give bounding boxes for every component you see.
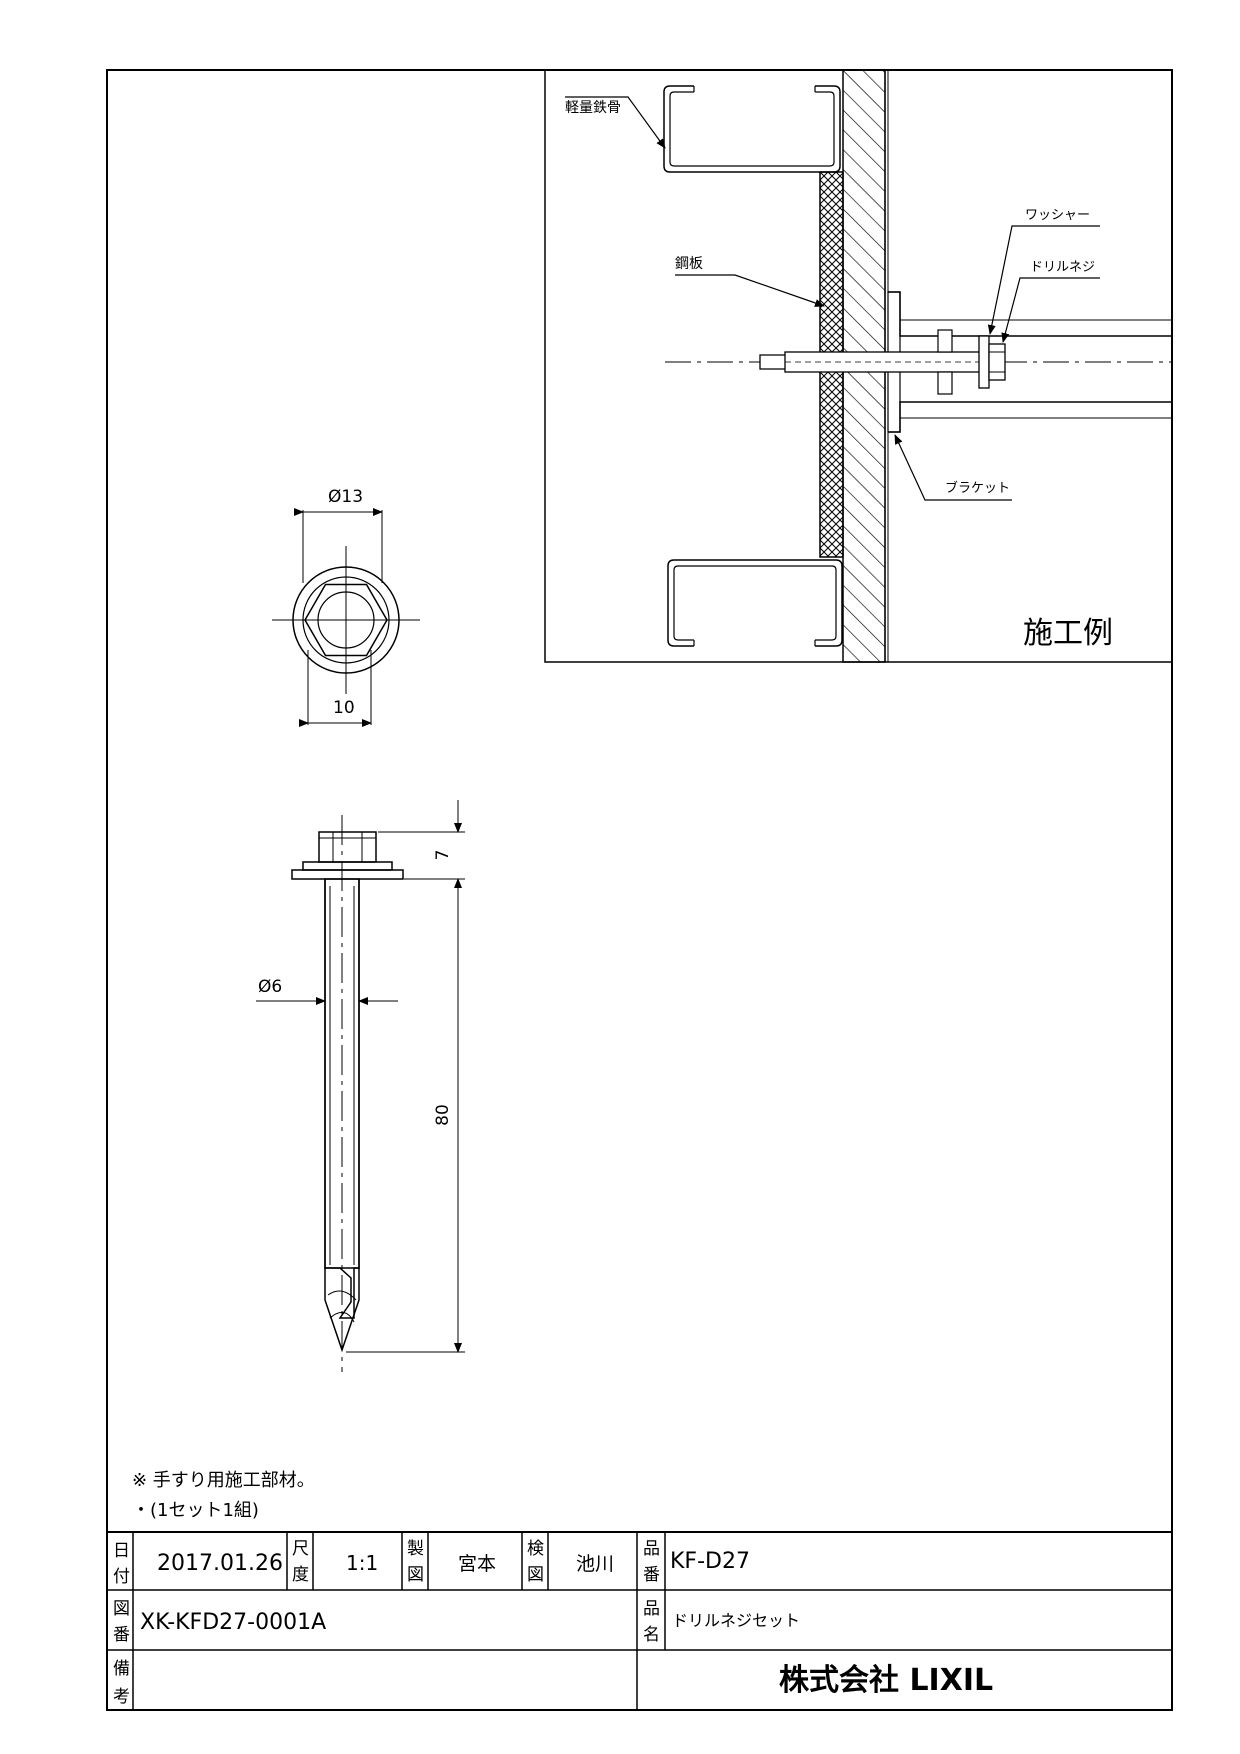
date-label-2: 付 (113, 1567, 130, 1587)
checker-value: 池川 (576, 1553, 614, 1575)
dim-washer-diameter: Ø13 (328, 487, 363, 507)
label-bracket: ブラケット (945, 480, 1010, 496)
drawing-no-value: XK-KFD27-0001A (140, 1610, 326, 1635)
remarks-label-1: 備 (113, 1659, 130, 1679)
drawing-border (106, 69, 1173, 1711)
checker-label-2: 図 (527, 1565, 544, 1585)
washer (978, 335, 990, 389)
scale-label-2: 度 (292, 1565, 309, 1585)
dim-hex-width: 10 (333, 698, 355, 718)
dim-length: 80 (433, 1104, 453, 1126)
remarks-label-2: 考 (113, 1687, 130, 1707)
screw-head (988, 343, 1006, 381)
drafter-label-1: 製 (407, 1539, 424, 1559)
checker-label-1: 検 (527, 1539, 544, 1559)
drawing-no-label-2: 番 (113, 1625, 130, 1645)
installation-example: 軽量鉄骨 鋼板 ワッシャー ドリルネジ ブラケット 施工例 (544, 69, 1172, 663)
scale-value: 1:1 (346, 1551, 378, 1575)
drawing-no-label-1: 図 (113, 1599, 130, 1619)
product-name-label-1: 品 (643, 1599, 660, 1619)
note-line-2: ・(1セット1組) (132, 1500, 259, 1521)
label-steel-stud: 軽量鉄骨 (565, 100, 621, 116)
label-washer: ワッシャー (1025, 208, 1090, 223)
product-name-value: ドリルネジセット (672, 1611, 800, 1630)
dim-shank-diameter: Ø6 (258, 977, 282, 997)
screw-end-view: Ø13 10 (272, 487, 420, 727)
part-no-label-1: 品 (643, 1539, 660, 1559)
drafter-value: 宮本 (458, 1553, 496, 1575)
note-line-1: ※ 手すり用施工部材。 (132, 1470, 315, 1491)
scale-label-1: 尺 (292, 1539, 309, 1559)
install-example-title: 施工例 (1023, 616, 1113, 651)
label-drill-screw: ドリルネジ (1030, 260, 1095, 275)
drafter-label-2: 図 (407, 1565, 424, 1585)
product-name-label-2: 名 (643, 1625, 660, 1645)
company-name: 株式会社 LIXIL (779, 1663, 993, 1698)
part-no-value: KF-D27 (670, 1549, 750, 1574)
steel-stud-lower (667, 559, 843, 647)
part-no-label-2: 番 (643, 1565, 660, 1585)
title-block: 日 付 2017.01.26 尺 度 1:1 製 図 宮本 検 図 池川 品 番… (107, 1531, 1172, 1710)
steel-stud-upper (663, 85, 841, 173)
screw-side-view: Ø6 7 80 (256, 800, 465, 1372)
dim-head-height: 7 (433, 850, 453, 861)
label-steel-plate: 鋼板 (675, 256, 703, 272)
date-value: 2017.01.26 (157, 1551, 283, 1576)
date-label-1: 日 (113, 1541, 130, 1561)
